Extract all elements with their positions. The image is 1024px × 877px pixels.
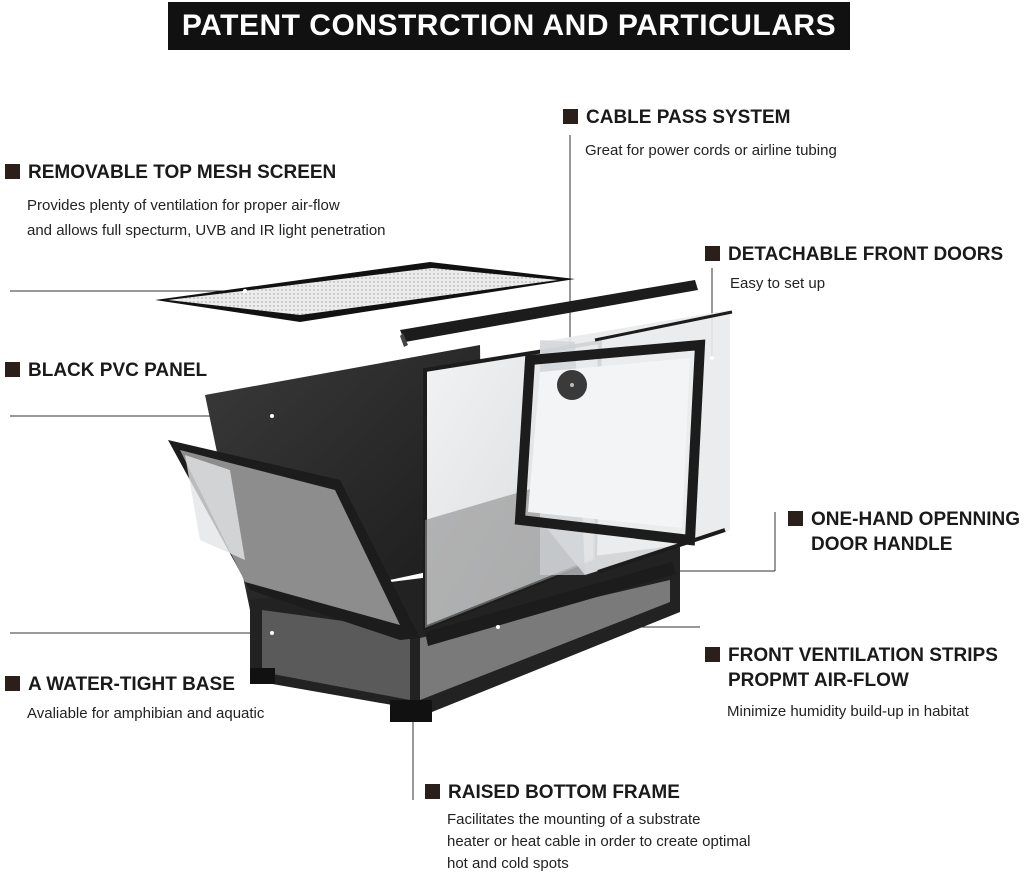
leader-dots xyxy=(243,289,714,635)
feature-title: A WATER-TIGHT BASE xyxy=(28,674,235,695)
feature-title: FRONT VENTILATION STRIPS PROPMT AIR-FLOW xyxy=(728,643,998,693)
feature-title-line: ONE-HAND OPENNING xyxy=(811,509,1021,530)
feature-title-line: DOOR HANDLE xyxy=(811,534,953,555)
feature-title: RAISED BOTTOM FRAME xyxy=(448,782,680,803)
square-bullet-icon xyxy=(425,784,440,799)
feature-front-doors: DETACHABLE FRONT DOORS Easy to set up xyxy=(705,242,1003,296)
feature-title: ONE-HAND OPENNING DOOR HANDLE xyxy=(811,507,1020,557)
feature-top-mesh: REMOVABLE TOP MESH SCREEN Provides plent… xyxy=(5,160,386,243)
feature-desc-line: and allows full specturm, UVB and IR lig… xyxy=(27,222,386,239)
square-bullet-icon xyxy=(705,246,720,261)
square-bullet-icon xyxy=(5,676,20,691)
feature-title-line: PROPMT AIR-FLOW xyxy=(728,670,909,691)
square-bullet-icon xyxy=(563,109,578,124)
feature-cable-pass: CABLE PASS SYSTEM Great for power cords … xyxy=(563,105,837,163)
feature-desc-line: hot and cold spots xyxy=(447,855,569,872)
feature-desc-line: Great for power cords or airline tubing xyxy=(585,142,837,159)
square-bullet-icon xyxy=(5,164,20,179)
feature-desc-line: Minimize humidity build-up in habitat xyxy=(727,703,969,720)
bottom-ventilation-rail-shape xyxy=(425,562,676,646)
square-bullet-icon xyxy=(705,647,720,662)
feature-desc-line: Facilitates the mounting of a substrate xyxy=(447,811,701,828)
feature-title: DETACHABLE FRONT DOORS xyxy=(728,244,1004,265)
feature-desc-line: Provides plenty of ventilation for prope… xyxy=(27,197,340,214)
feature-ventilation: FRONT VENTILATION STRIPS PROPMT AIR-FLOW… xyxy=(705,643,998,724)
page-title-banner: PATENT CONSTRCTION AND PARTICULARS xyxy=(168,2,850,50)
feature-title: CABLE PASS SYSTEM xyxy=(586,107,791,128)
feature-water-base: A WATER-TIGHT BASE Avaliable for amphibi… xyxy=(5,672,264,726)
feature-bottom-frame: RAISED BOTTOM FRAME Facilitates the moun… xyxy=(425,780,751,875)
top-mesh-screen-shape xyxy=(155,262,575,322)
feature-door-handle: ONE-HAND OPENNING DOOR HANDLE xyxy=(788,507,1020,557)
top-front-rail-shape xyxy=(400,280,698,347)
feature-title: REMOVABLE TOP MESH SCREEN xyxy=(28,162,337,183)
feature-desc-line: Easy to set up xyxy=(730,275,826,292)
front-doors-shape xyxy=(514,310,733,575)
feature-desc-line: heater or heat cable in order to create … xyxy=(447,833,751,850)
feature-title: BLACK PVC PANEL xyxy=(28,360,208,381)
page-title: PATENT CONSTRCTION AND PARTICULARS xyxy=(181,9,837,42)
feature-title-line: FRONT VENTILATION STRIPS xyxy=(728,645,998,666)
open-left-door-shape xyxy=(168,440,420,640)
feature-desc-line: Avaliable for amphibian and aquatic xyxy=(27,705,265,722)
square-bullet-icon xyxy=(788,511,803,526)
square-bullet-icon xyxy=(5,362,20,377)
feature-pvc-panel: BLACK PVC PANEL xyxy=(5,358,207,383)
